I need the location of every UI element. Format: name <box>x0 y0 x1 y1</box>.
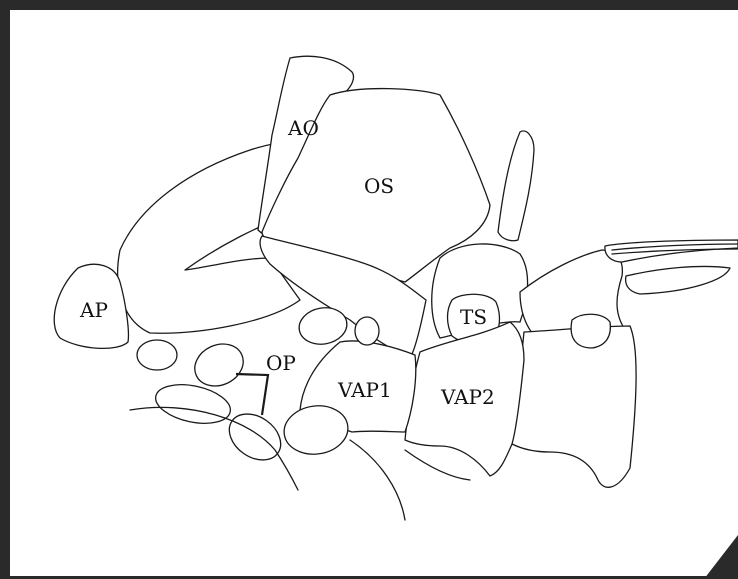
jaw-line-3 <box>405 450 470 480</box>
small-bone-3 <box>137 340 177 370</box>
label-vap2: VAP2 <box>440 385 495 409</box>
label-op: OP <box>266 351 296 375</box>
small-bone-2 <box>355 317 379 345</box>
label-vap1: VAP1 <box>337 378 392 402</box>
label-ap: AP <box>79 298 108 322</box>
label-ts: TS <box>460 305 487 329</box>
posterior-vertebra <box>512 326 636 487</box>
label-ao: AO <box>287 116 319 140</box>
fin-ray-lower <box>626 266 730 294</box>
jaw-line-2 <box>350 440 405 520</box>
small-bone-4 <box>188 336 250 393</box>
small-round-bone <box>571 314 610 348</box>
anterior-spike <box>498 131 534 241</box>
op-pointer <box>236 374 268 415</box>
small-bone-5 <box>152 378 234 429</box>
corner-tab <box>704 535 738 579</box>
label-os: OS <box>364 174 394 198</box>
small-bone-6 <box>221 405 290 470</box>
